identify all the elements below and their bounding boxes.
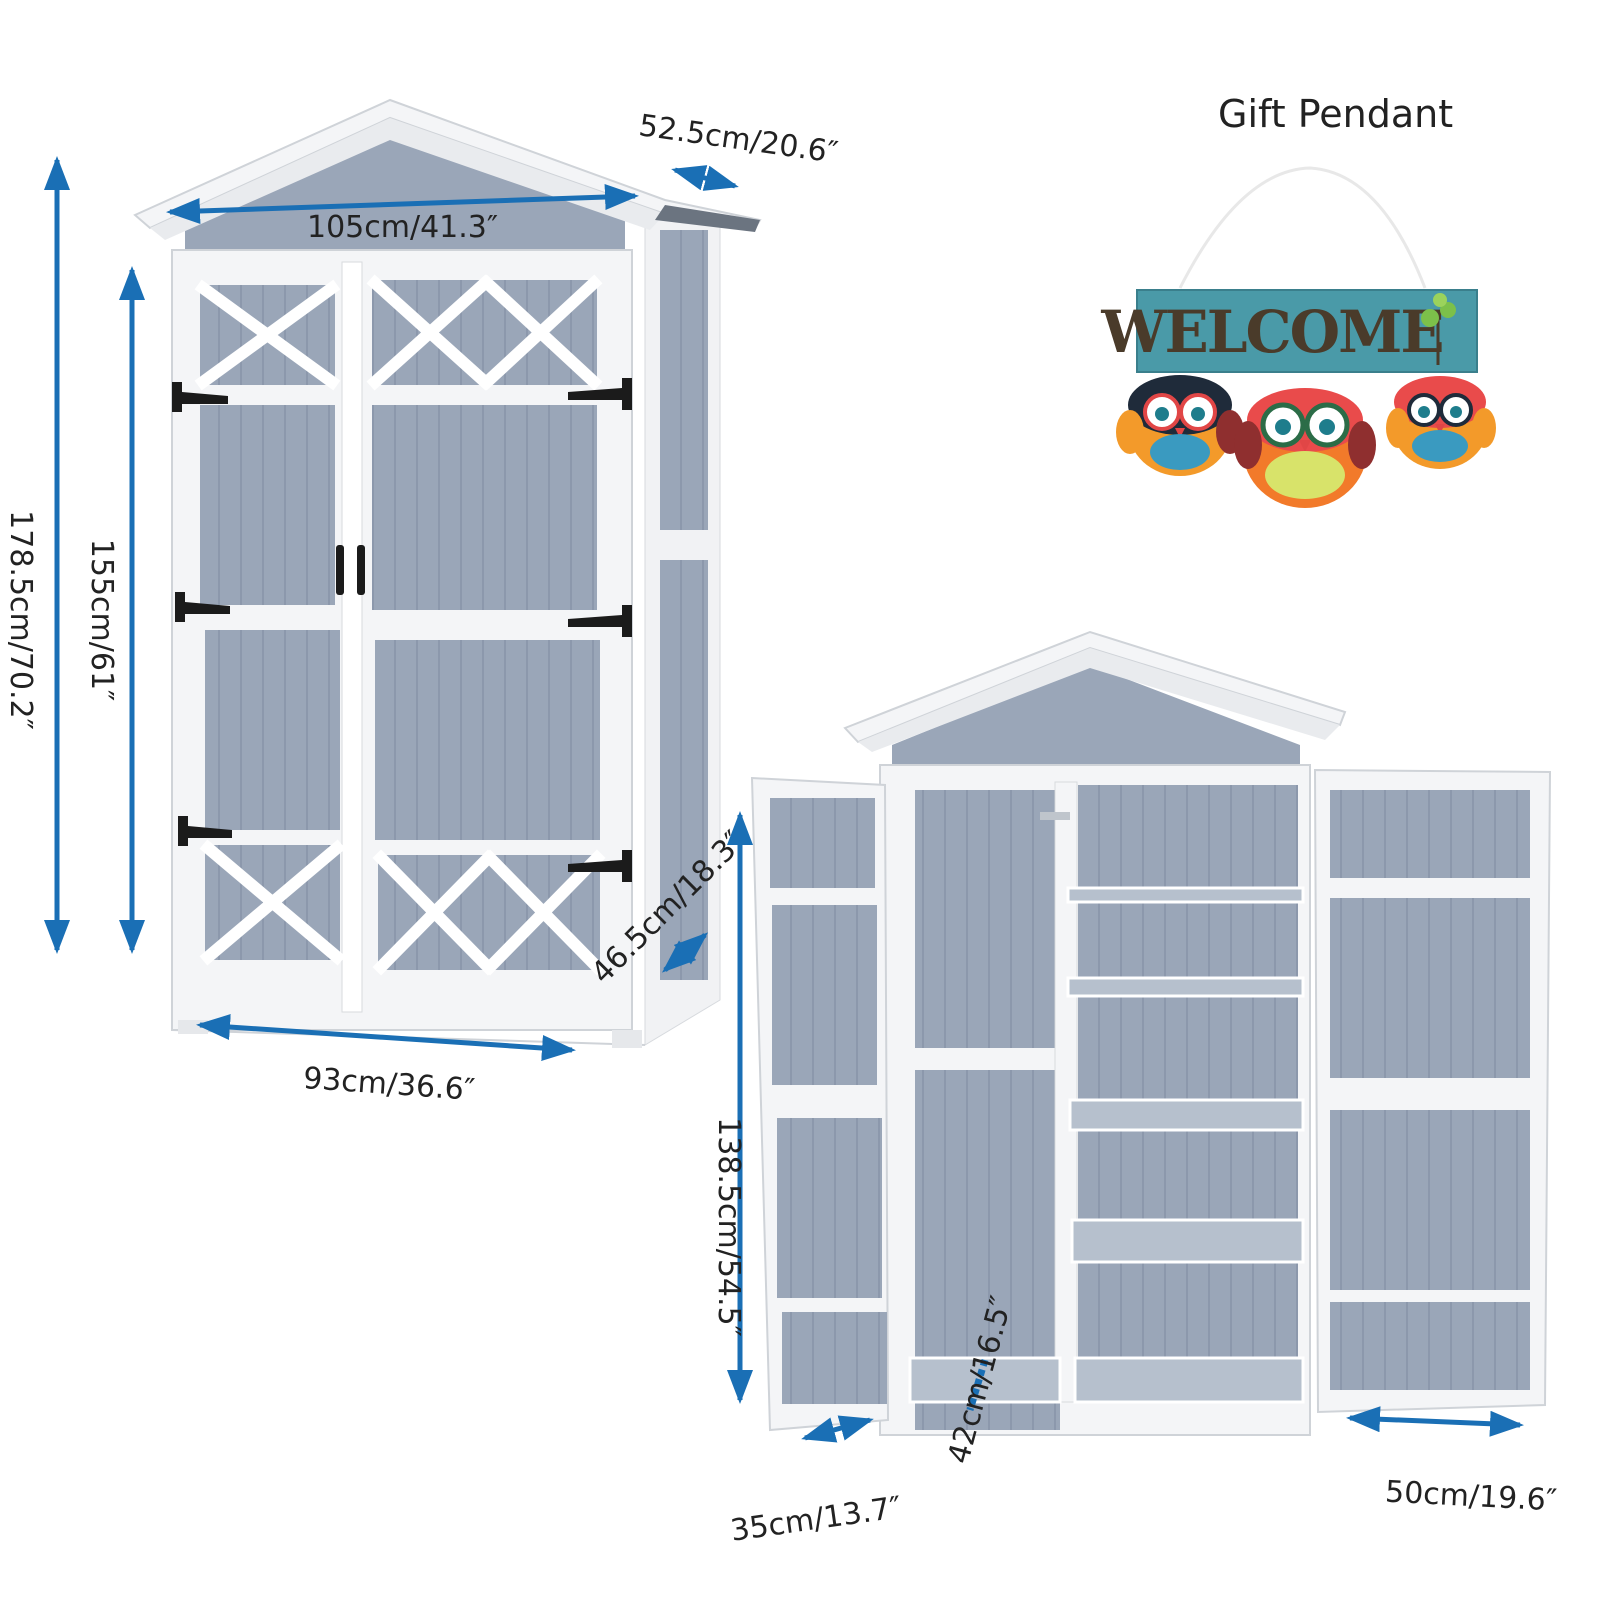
dim-door-width-right: 50cm/19.6″ xyxy=(1384,1474,1558,1519)
dim-door-height: 155cm/61″ xyxy=(84,538,120,702)
welcome-owl-pendant: WELCOME xyxy=(1100,166,1496,508)
owl-left xyxy=(1116,375,1244,476)
dim-total-height: 178.5cm/70.2″ xyxy=(2,510,38,730)
arrow-body-width xyxy=(196,1014,576,1061)
welcome-sign-text: WELCOME xyxy=(1100,298,1442,366)
dimension-arrows xyxy=(44,156,1524,1443)
arrow-body-depth xyxy=(661,932,709,973)
arrow-roof-depth xyxy=(671,165,739,191)
arrow-door-width-right xyxy=(1346,1406,1524,1437)
arrow-shelf-depth xyxy=(966,1358,989,1412)
owl-center xyxy=(1234,388,1376,508)
closed-shed xyxy=(133,98,762,1048)
arrow-roof-width xyxy=(166,184,639,224)
open-shed xyxy=(750,630,1552,1436)
dim-roof-width: 105cm/41.3″ xyxy=(307,210,499,245)
dim-interior-height: 138.5cm/54.5″ xyxy=(710,1117,746,1337)
gift-pendant-title: Gift Pendant xyxy=(1218,92,1454,136)
owl-right xyxy=(1386,376,1496,469)
arrow-door-width-left xyxy=(801,1415,874,1443)
